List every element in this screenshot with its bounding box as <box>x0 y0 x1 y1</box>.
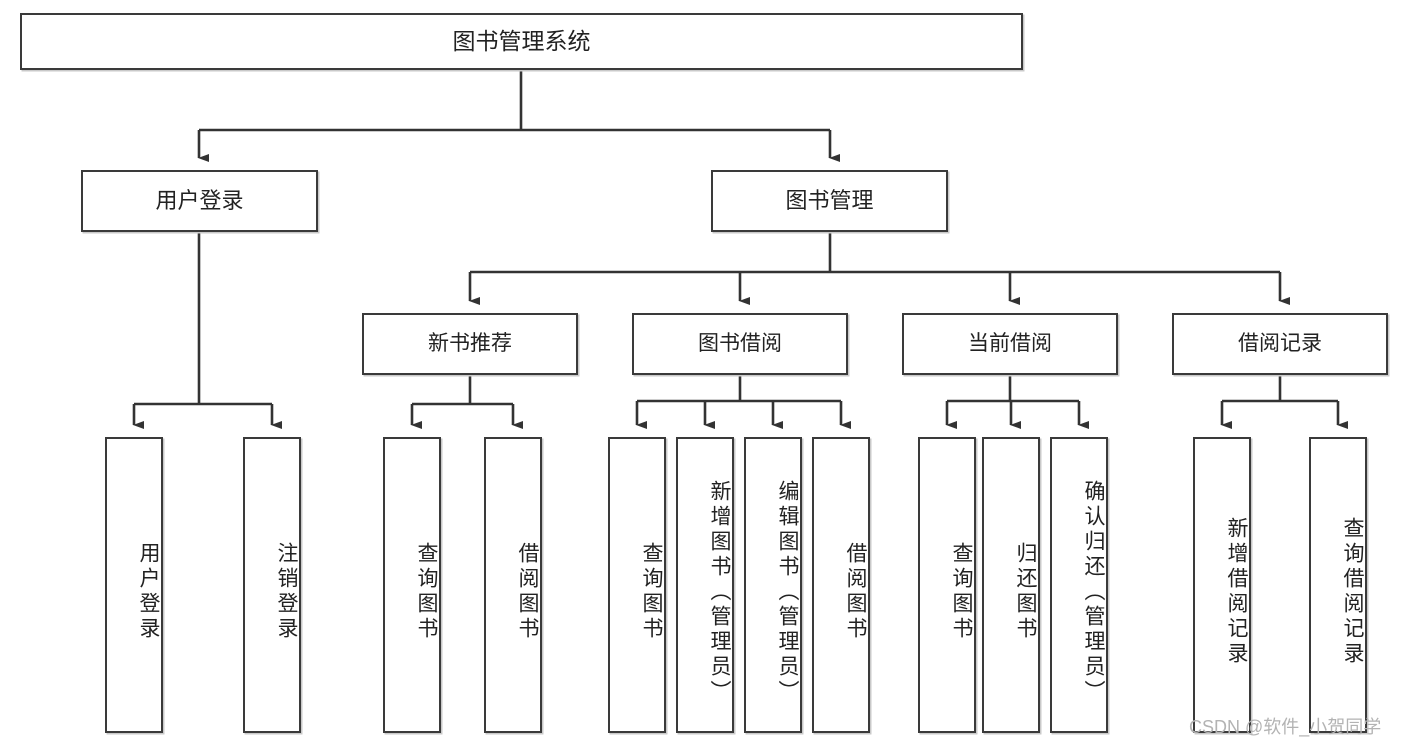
node-borrow-record[interactable]: 借阅记录 <box>1172 313 1388 375</box>
leaf-borrow-book[interactable]: 借阅图书 <box>812 437 870 733</box>
leaf-return-book[interactable]: 归还图书 <box>982 437 1040 733</box>
leaf-query-book-borrow[interactable]: 查询图书 <box>608 437 666 733</box>
leaf-add-book-admin[interactable]: 新增图书（管理员） <box>676 437 734 733</box>
leaf-logout-login[interactable]: 注销登录 <box>243 437 301 733</box>
leaf-query-book-current[interactable]: 查询图书 <box>918 437 976 733</box>
leaf-borrow-book-rec[interactable]: 借阅图书 <box>484 437 542 733</box>
leaf-add-borrow-record[interactable]: 新增借阅记录 <box>1193 437 1251 733</box>
leaf-edit-book-admin[interactable]: 编辑图书（管理员） <box>744 437 802 733</box>
node-new-book-recommend[interactable]: 新书推荐 <box>362 313 578 375</box>
node-book-management[interactable]: 图书管理 <box>711 170 948 232</box>
node-book-borrow[interactable]: 图书借阅 <box>632 313 848 375</box>
node-user-login[interactable]: 用户登录 <box>81 170 318 232</box>
leaf-query-book-rec[interactable]: 查询图书 <box>383 437 441 733</box>
leaf-confirm-return-admin[interactable]: 确认归还（管理员） <box>1050 437 1108 733</box>
node-root[interactable]: 图书管理系统 <box>20 13 1023 70</box>
leaf-user-login[interactable]: 用户登录 <box>105 437 163 733</box>
leaf-query-borrow-record[interactable]: 查询借阅记录 <box>1309 437 1367 733</box>
node-current-borrow[interactable]: 当前借阅 <box>902 313 1118 375</box>
